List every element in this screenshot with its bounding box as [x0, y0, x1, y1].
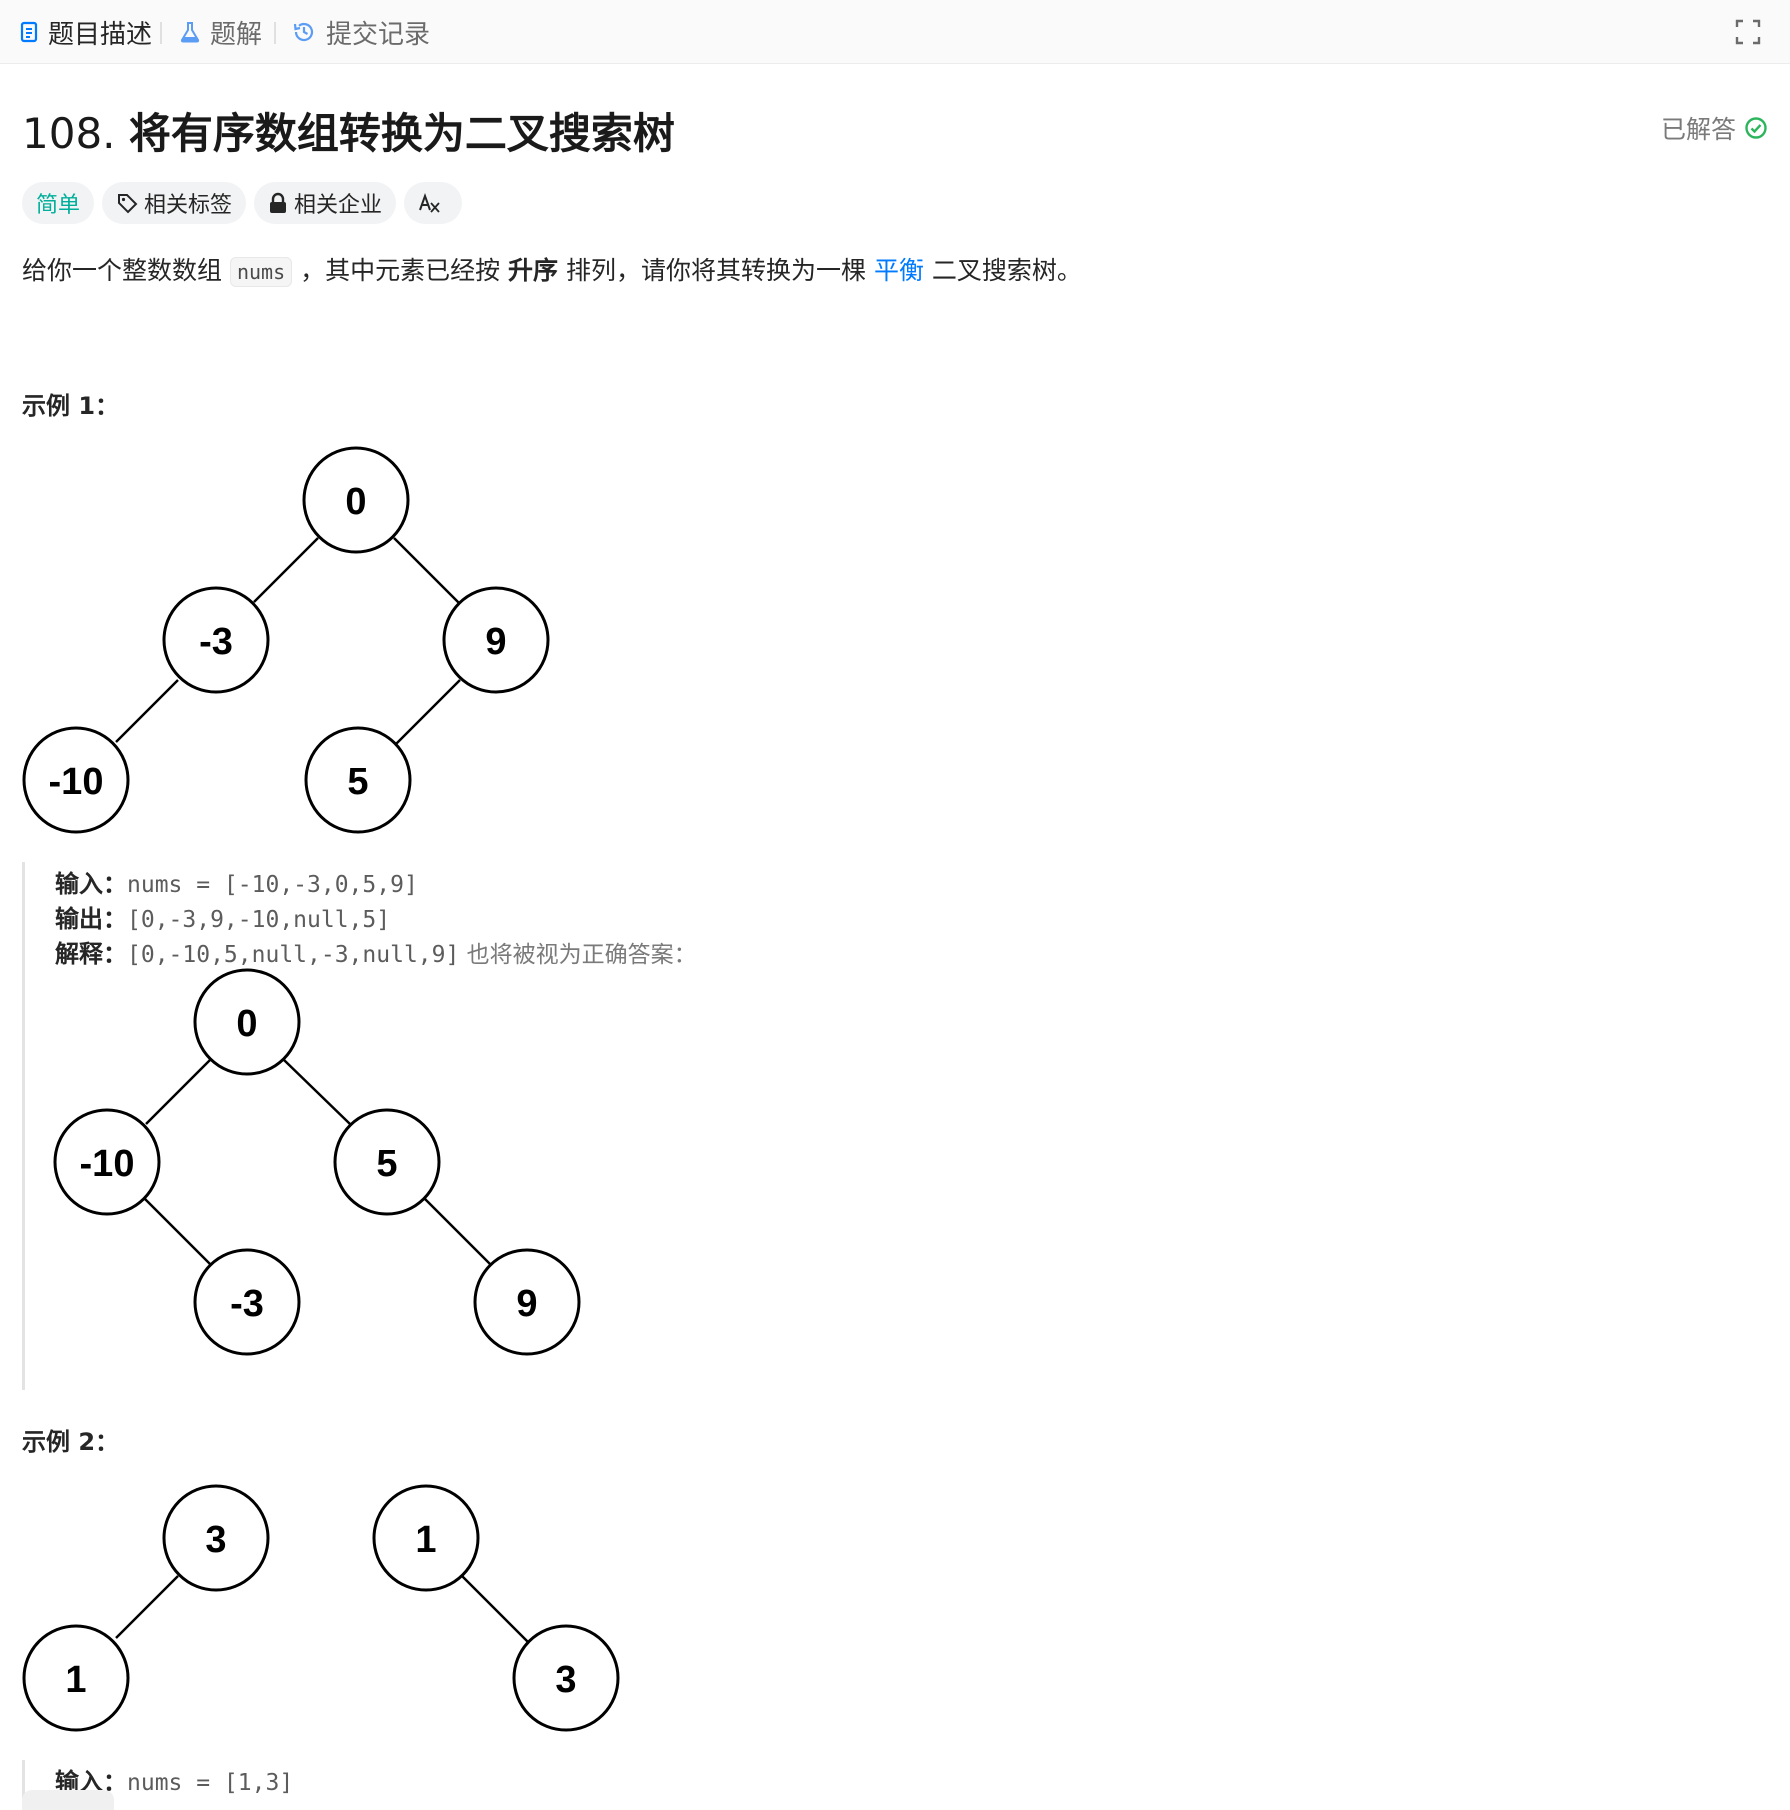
- translate-icon: [419, 193, 440, 213]
- svg-text:5: 5: [376, 1143, 397, 1185]
- tree-edge: [143, 1197, 211, 1265]
- tree-edge: [115, 1575, 179, 1639]
- difficulty-label: 简单: [36, 193, 81, 218]
- tree-edge: [393, 537, 461, 605]
- tree-node: 0: [193, 968, 301, 1076]
- svg-text:1: 1: [415, 1519, 436, 1561]
- tab-description-label: 题目描述: [48, 19, 153, 50]
- tree-node: 1: [372, 1484, 480, 1592]
- example-1-title: 示例 1：: [22, 392, 120, 420]
- svg-text:-3: -3: [230, 1283, 264, 1325]
- related-companies-button[interactable]: 相关企业: [254, 182, 397, 224]
- tree-node: 3: [512, 1624, 620, 1732]
- tree-node: 9: [442, 586, 550, 694]
- desc-text: 二叉搜索树。: [923, 256, 1082, 285]
- related-tags-label: 相关标签: [144, 193, 233, 218]
- tree-edge: [395, 679, 461, 745]
- solved-status: 已解答: [1661, 110, 1768, 146]
- document-icon: [20, 21, 38, 43]
- tree-node: 1: [22, 1624, 130, 1732]
- example-1-input: 输入：nums = [-10,-3,0,5,9]: [55, 870, 418, 898]
- svg-text:9: 9: [516, 1283, 537, 1325]
- problem-description: 给你一个整数数组 nums ，其中元素已经按 升序 排列，请你将其转换为一棵 平…: [22, 254, 1082, 289]
- tree-edge: [253, 537, 319, 603]
- bottom-panel-tab[interactable]: [22, 1790, 114, 1810]
- svg-text:-3: -3: [199, 621, 233, 663]
- tree-edge: [283, 1059, 351, 1125]
- desc-text: 排列，请你将其转换为一棵: [558, 256, 874, 285]
- tree-node: 3: [162, 1484, 270, 1592]
- tab-divider: [274, 22, 276, 44]
- svg-text:9: 9: [485, 621, 506, 663]
- svg-text:-10: -10: [80, 1143, 135, 1185]
- balanced-link[interactable]: 平衡: [873, 256, 924, 285]
- tab-submissions-label: 提交记录: [326, 19, 431, 50]
- tree-node: 5: [333, 1108, 441, 1216]
- check-circle-icon: [1745, 117, 1767, 139]
- problem-number: 108.: [22, 109, 116, 158]
- svg-text:3: 3: [555, 1659, 576, 1701]
- tab-solutions[interactable]: 题解: [180, 14, 262, 50]
- tab-bar: 题目描述 题解 提交记录: [0, 0, 1790, 64]
- problem-title: 将有序数组转换为二叉搜索树: [128, 109, 675, 158]
- lock-icon: [270, 192, 287, 213]
- tree-node: -10: [53, 1108, 161, 1216]
- tab-description[interactable]: 题目描述: [20, 14, 152, 50]
- svg-text:0: 0: [236, 1003, 257, 1045]
- tree-node: 9: [473, 1248, 581, 1356]
- tag-row: 简单 相关标签 相关企业: [22, 182, 463, 224]
- page-title: 108. 将有序数组转换为二叉搜索树: [22, 100, 675, 161]
- history-icon: [292, 20, 316, 44]
- desc-text: ，其中元素已经按: [292, 256, 509, 285]
- tab-divider: [160, 22, 162, 44]
- tree-node: -3: [162, 586, 270, 694]
- svg-text:3: 3: [205, 1519, 226, 1561]
- tree-edge: [461, 1575, 529, 1643]
- related-tags-button[interactable]: 相关标签: [102, 182, 247, 224]
- solved-label: 已解答: [1660, 115, 1736, 144]
- tree-edge: [145, 1059, 211, 1125]
- desc-text: 给你一个整数数组: [22, 256, 230, 285]
- inline-code: nums: [229, 257, 293, 287]
- translate-button[interactable]: [404, 182, 463, 224]
- tree-node: -10: [22, 726, 130, 834]
- example-1-explanation: 解释：[0,-10,5,null,-3,null,9] 也将被视为正确答案：: [55, 940, 697, 968]
- tree-node: -3: [193, 1248, 301, 1356]
- tree-node: 0: [302, 446, 410, 554]
- related-companies-label: 相关企业: [294, 193, 383, 218]
- flask-icon: [180, 21, 200, 43]
- fullscreen-icon[interactable]: [1734, 18, 1762, 46]
- tree-edge: [423, 1197, 491, 1265]
- difficulty-badge[interactable]: 简单: [22, 182, 95, 224]
- svg-text:1: 1: [65, 1659, 86, 1701]
- example-1-block: 输入：nums = [-10,-3,0,5,9] 输出：[0,-3,9,-10,…: [22, 862, 697, 1390]
- svg-text:0: 0: [345, 481, 366, 523]
- tab-submissions[interactable]: 提交记录: [292, 14, 430, 50]
- desc-bold: 升序: [508, 256, 559, 285]
- tree-node: 5: [304, 726, 412, 834]
- svg-text:5: 5: [347, 761, 368, 803]
- tab-solutions-label: 题解: [210, 19, 263, 50]
- svg-text:-10: -10: [49, 761, 104, 803]
- example-1-output: 输出：[0,-3,9,-10,null,5]: [55, 905, 391, 933]
- tag-icon: [118, 194, 138, 214]
- example-2-title: 示例 2：: [22, 1428, 120, 1456]
- tree-edge: [115, 679, 179, 743]
